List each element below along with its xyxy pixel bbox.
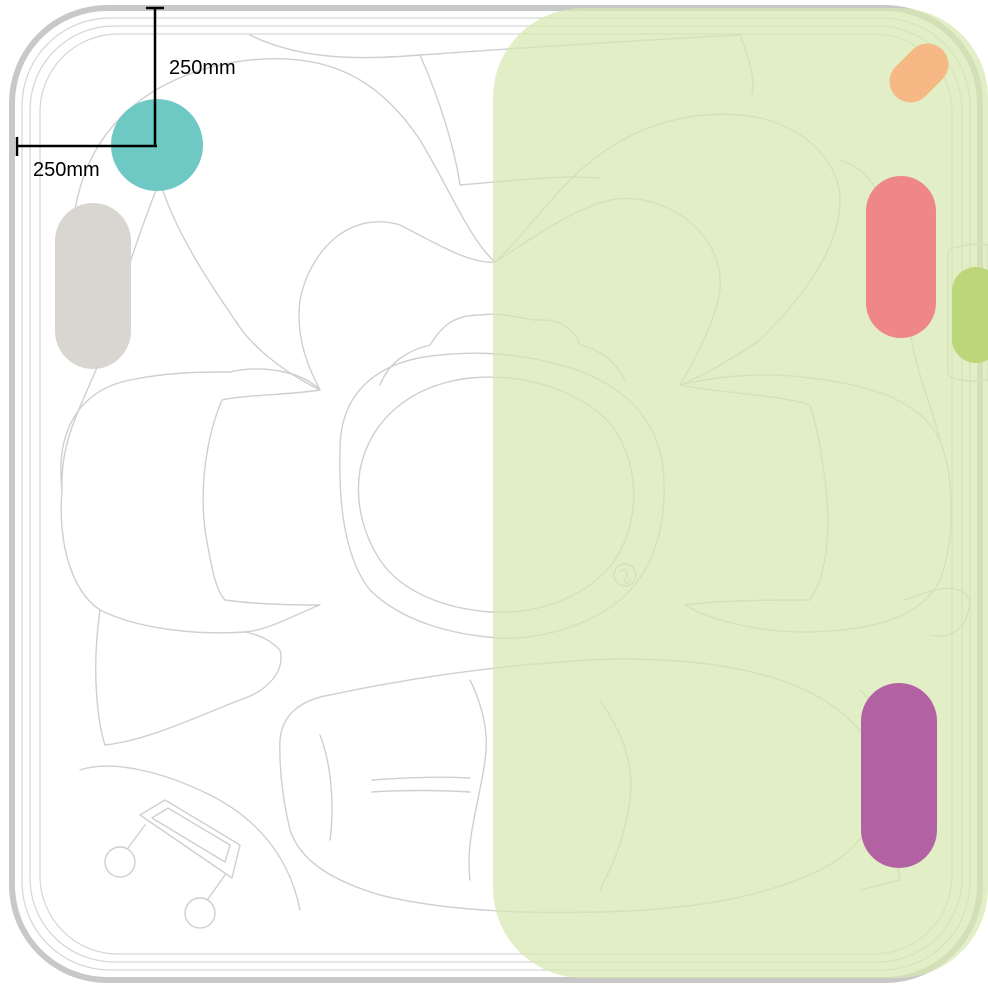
dimension-lines [15, 6, 164, 156]
pill-marker-red [866, 176, 936, 338]
vertical-dimension-label: 250mm [169, 57, 236, 79]
pill-marker-purple [861, 683, 937, 868]
pill-marker-green [952, 267, 988, 363]
pill-marker-grey [55, 203, 131, 369]
pill-marker-orange [889, 43, 949, 103]
horizontal-dimension-label: 250mm [33, 159, 100, 181]
